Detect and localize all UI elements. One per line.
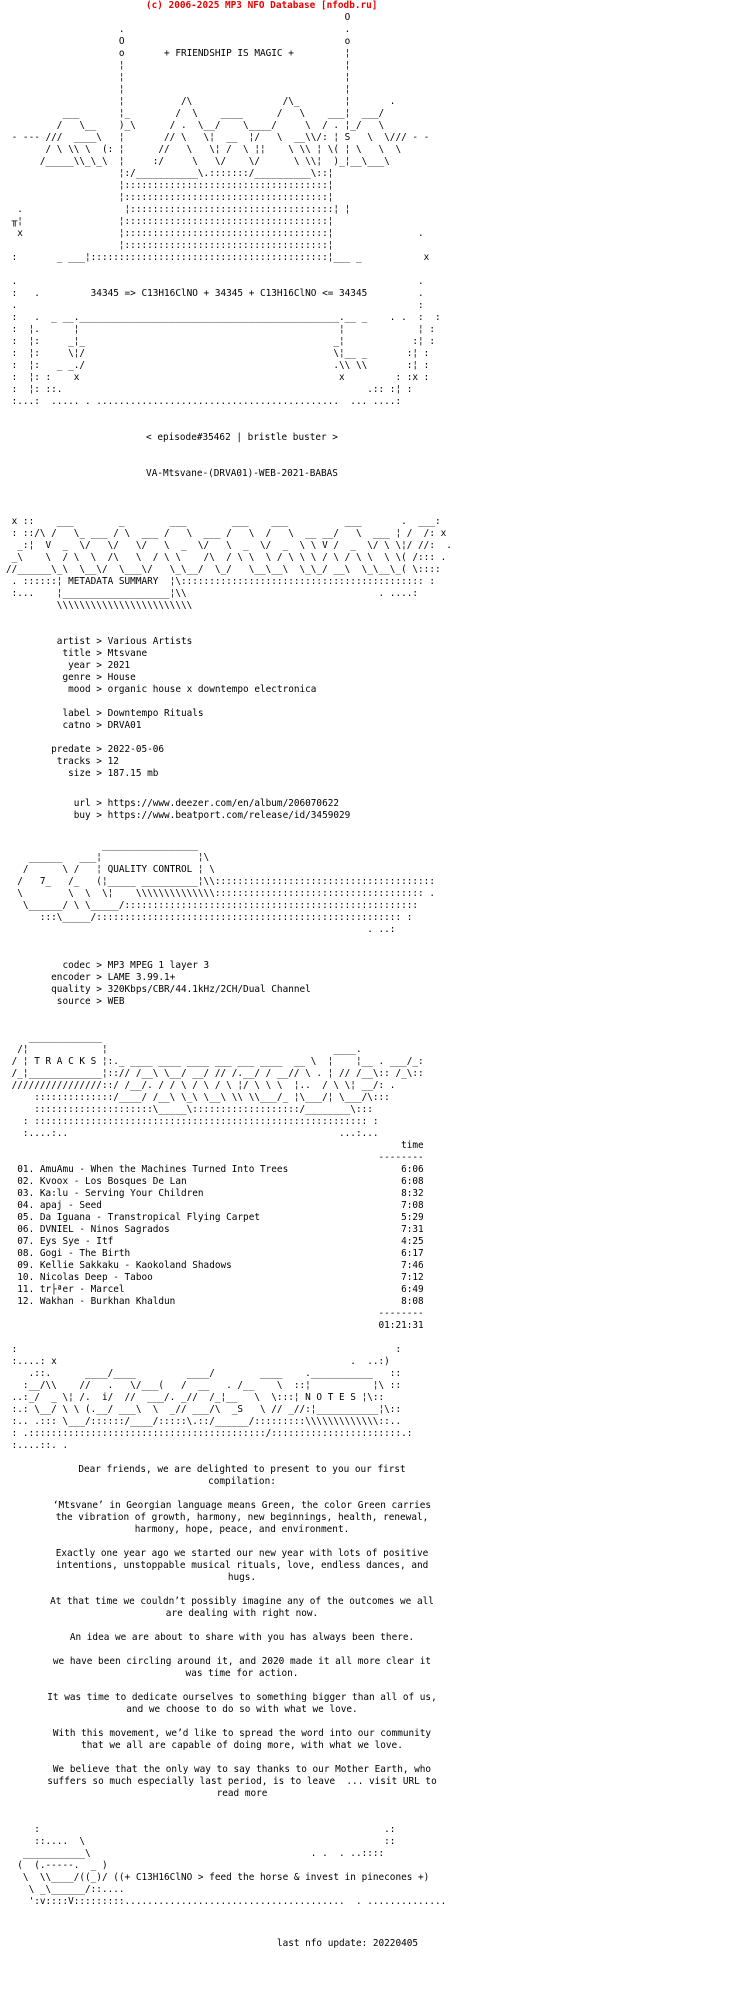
track-list: time -------- 01. AmuAmu - When the Mach… — [17, 1140, 424, 1331]
notes-banner: : : :....: x . ..:) .::. ____/____ ____/… — [11, 1344, 413, 1451]
quality-fields: codec > MP3 MPEG 1 layer 3 encoder > LAM… — [51, 960, 311, 1007]
episode-line: < episode#35462 | bristle buster > — [146, 432, 338, 443]
metadata-summary-banner: x :: ___ _ ___ ___ ___ ___ . ___: : ::/\… — [6, 516, 452, 611]
footer-horse-art: : .: ::.... \ :: ___________\ . . . ..:: — [17, 1824, 447, 1907]
tracks-banner: _____________ /¦ ¦ ____. / ¦ T R A C K S… — [11, 1032, 424, 1139]
release-dirname: VA-Mtsvane-(DRVA01)-WEB-2021-BABAS — [146, 468, 338, 479]
metadata-fields: artist > Various Artists title > Mtsvane… — [51, 636, 317, 779]
release-links[interactable]: url > https://www.deezer.com/en/album/20… — [73, 798, 351, 821]
notes-text: Dear friends, we are delighted to presen… — [47, 1464, 437, 1799]
release-id-block: < episode#35462 | bristle buster > VA-Mt… — [6, 432, 478, 480]
quality-control-banner: _________________ ______ ___¦ ¦\ / \ / ¦… — [17, 840, 435, 935]
ascii-art-castle-scene: O . . O o o + FRIENDSHIP IS MAGIC + ¦ — [11, 12, 441, 407]
last-nfo-update: last nfo update: 20220405 — [6, 1938, 419, 1949]
nfo-document: O . . O o o + FRIENDSHIP IS MAGIC + ¦ — [6, 12, 478, 1950]
nfodb-copyright-header: (c) 2006-2025 MP3 NFO Database [nfodb.ru… — [146, 0, 378, 11]
